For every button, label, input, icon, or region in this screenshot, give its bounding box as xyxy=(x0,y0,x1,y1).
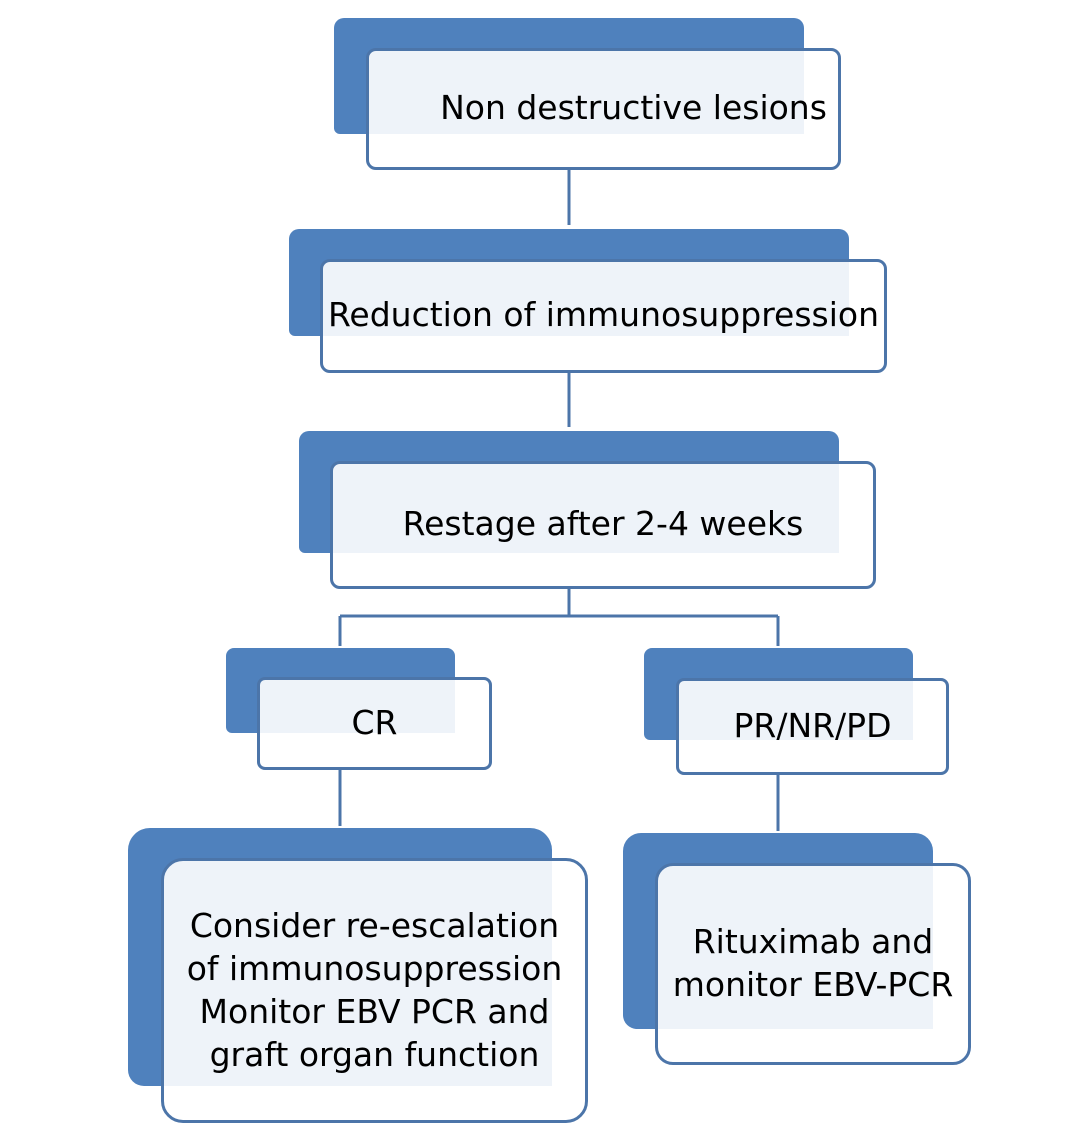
node-box xyxy=(161,858,588,1123)
node-box xyxy=(366,48,841,170)
node-label: PR/NR/PD xyxy=(733,705,892,745)
node-label-line: graft organ function xyxy=(209,1035,540,1074)
node-label: Restage after 2-4 weeks xyxy=(402,503,804,543)
node-label: Rituximab and monitor EBV-PCR xyxy=(655,863,971,1063)
node-label: Reduction of immunosuppression xyxy=(327,294,880,334)
node-box xyxy=(320,259,887,373)
node-box xyxy=(257,677,492,770)
node-box xyxy=(330,461,876,589)
node-box xyxy=(655,863,971,1065)
node-label: Non destructive lesions xyxy=(440,87,827,127)
node-box xyxy=(676,678,949,775)
node-label-line: of immunosuppression xyxy=(186,949,563,988)
node-label-line: monitor EBV-PCR xyxy=(672,965,954,1004)
node-label: CR xyxy=(351,702,398,742)
node-label-line: Rituximab and xyxy=(692,922,934,961)
node-label: Consider re-escalation of immunosuppress… xyxy=(161,858,588,1122)
node-label-line: Consider re-escalation xyxy=(189,906,560,945)
node-label-line: Monitor EBV PCR and xyxy=(199,992,550,1031)
